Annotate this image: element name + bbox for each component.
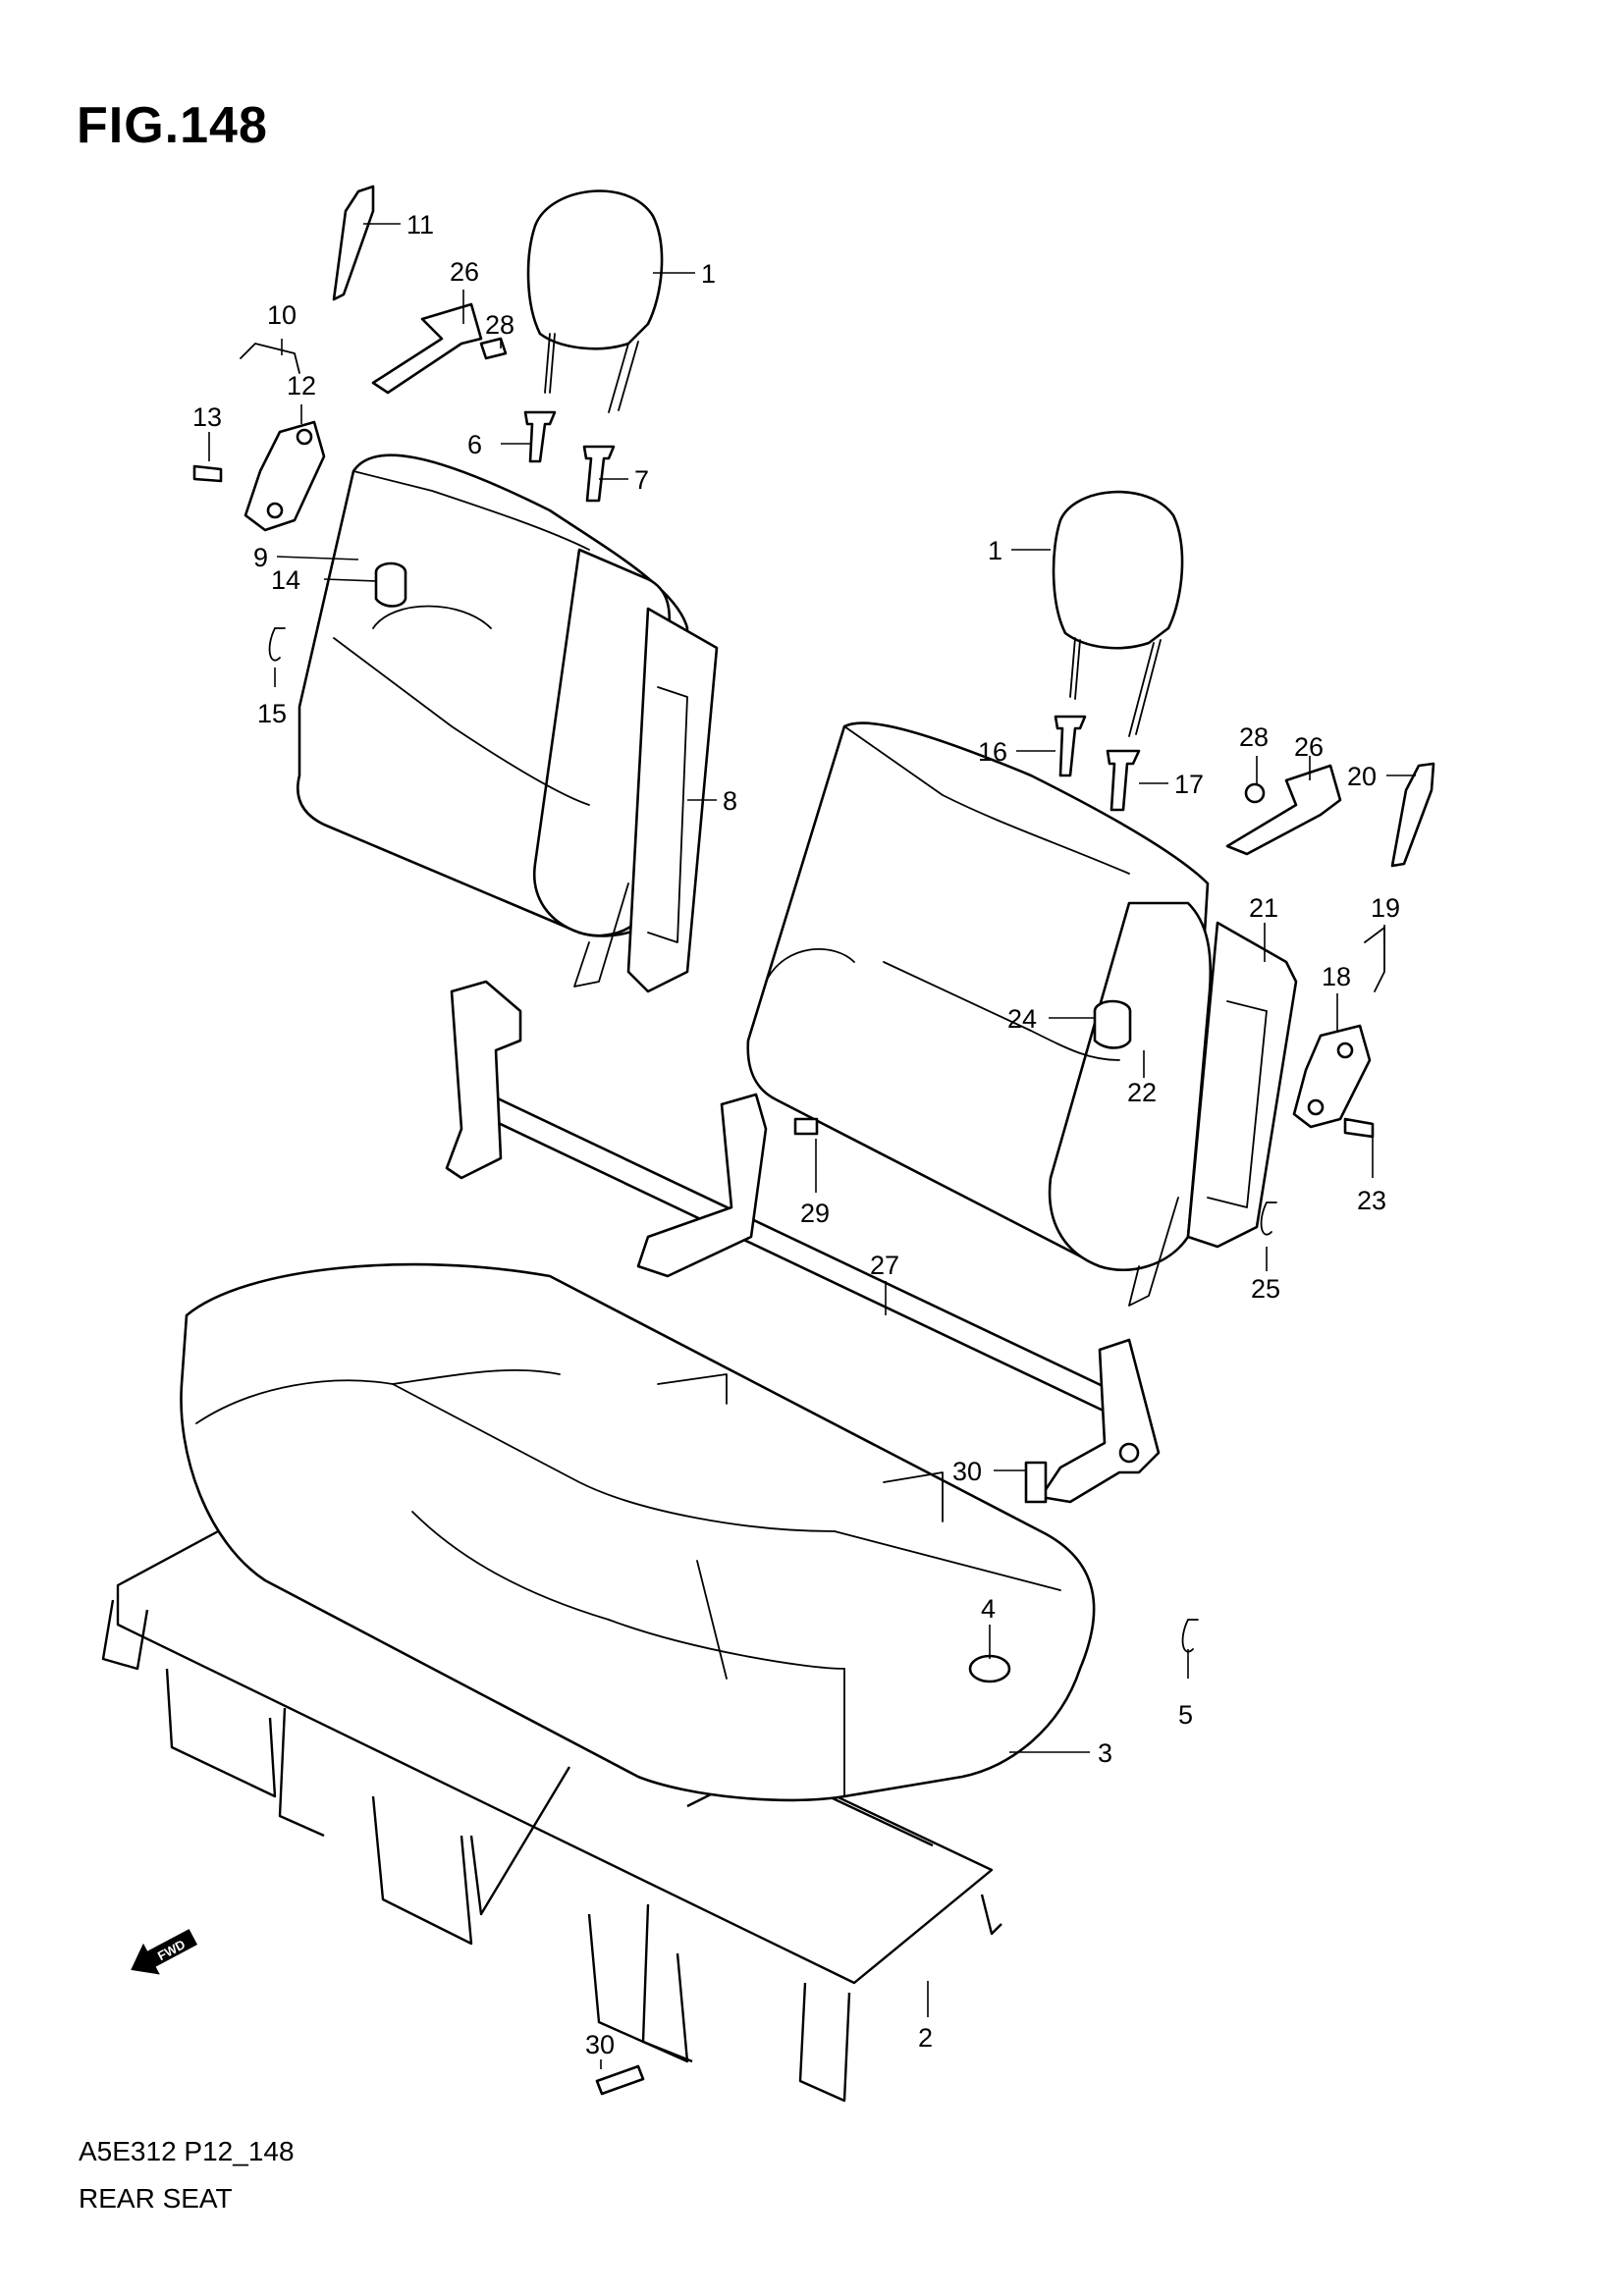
seat-cushion-part-3 [180, 1262, 1096, 1802]
callout-30-upper: 30 [952, 1457, 982, 1486]
right-seat-back-part-21 [746, 721, 1298, 1307]
callout-12: 12 [287, 371, 316, 400]
callout-20: 20 [1347, 762, 1377, 791]
callout-13: 13 [192, 402, 222, 432]
callout-6: 6 [467, 430, 482, 459]
diagram-name: REAR SEAT [79, 2183, 233, 2214]
callout-numbers: 11 1 26 10 28 12 13 6 7 9 14 15 8 1 16 1… [192, 210, 1400, 2059]
diagram-code: A5E312 P12_148 [79, 2136, 295, 2166]
callout-21: 21 [1249, 893, 1278, 923]
hardware-parts [192, 185, 1435, 2096]
callout-23: 23 [1357, 1186, 1386, 1215]
callout-11: 11 [406, 210, 434, 240]
callout-8: 8 [723, 786, 737, 816]
left-headrest-part-1 [526, 189, 664, 413]
callout-30-lower: 30 [585, 2030, 615, 2059]
callout-27: 27 [870, 1251, 899, 1280]
leader-lines [208, 223, 1416, 2069]
callout-1-left: 1 [701, 259, 716, 289]
callout-3: 3 [1098, 1738, 1112, 1768]
callout-28-right: 28 [1239, 722, 1269, 752]
callout-10: 10 [267, 300, 297, 330]
callout-15: 15 [257, 699, 287, 728]
callout-2: 2 [918, 2023, 933, 2053]
callout-26-right: 26 [1294, 732, 1324, 762]
callout-24: 24 [1007, 1004, 1037, 1034]
cross-rod-part-27 [445, 980, 1161, 1504]
left-seat-back-part-8 [296, 454, 719, 993]
callout-5: 5 [1178, 1700, 1193, 1730]
fwd-direction-badge: FWD [131, 1929, 198, 1975]
figure-title: FIG.148 [77, 97, 268, 154]
callout-17: 17 [1174, 770, 1204, 799]
callout-28-left: 28 [485, 310, 514, 340]
callout-25: 25 [1251, 1274, 1280, 1304]
callout-14: 14 [271, 565, 300, 595]
callout-26-left: 26 [450, 257, 479, 287]
right-headrest-part-1 [1052, 490, 1184, 737]
callout-22: 22 [1127, 1078, 1157, 1107]
callout-19: 19 [1371, 893, 1400, 923]
fwd-label: FWD [155, 1937, 188, 1963]
callout-1-right: 1 [988, 536, 1002, 565]
callout-29: 29 [800, 1199, 830, 1228]
headrest-guides [523, 410, 1141, 812]
callout-18: 18 [1322, 962, 1351, 991]
callout-16: 16 [978, 737, 1007, 767]
callout-7: 7 [634, 465, 649, 495]
callout-4: 4 [981, 1594, 996, 1624]
callout-9: 9 [253, 543, 268, 572]
